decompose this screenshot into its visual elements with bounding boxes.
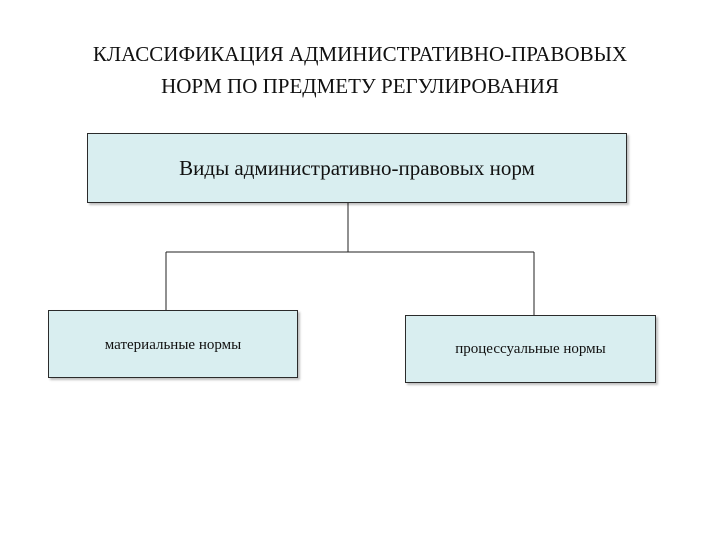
slide-title: КЛАССИФИКАЦИЯ АДМИНИСТРАТИВНО-ПРАВОВЫХ Н… [20,38,700,102]
child-node-procedural-label: процессуальные нормы [455,340,606,357]
slide-title-line-2: НОРМ ПО ПРЕДМЕТУ РЕГУЛИРОВАНИЯ [161,74,559,98]
child-node-material-label: материальные нормы [104,337,242,353]
child-node-material: материальные нормы [48,310,298,378]
slide-title-line-1: КЛАССИФИКАЦИЯ АДМИНИСТРАТИВНО-ПРАВОВЫХ [92,42,628,66]
root-node-box: Виды административно-правовых норм [87,133,627,203]
child-node-procedural: процессуальные нормы [405,315,656,383]
root-node-label: Виды административно-правовых норм [179,155,535,180]
